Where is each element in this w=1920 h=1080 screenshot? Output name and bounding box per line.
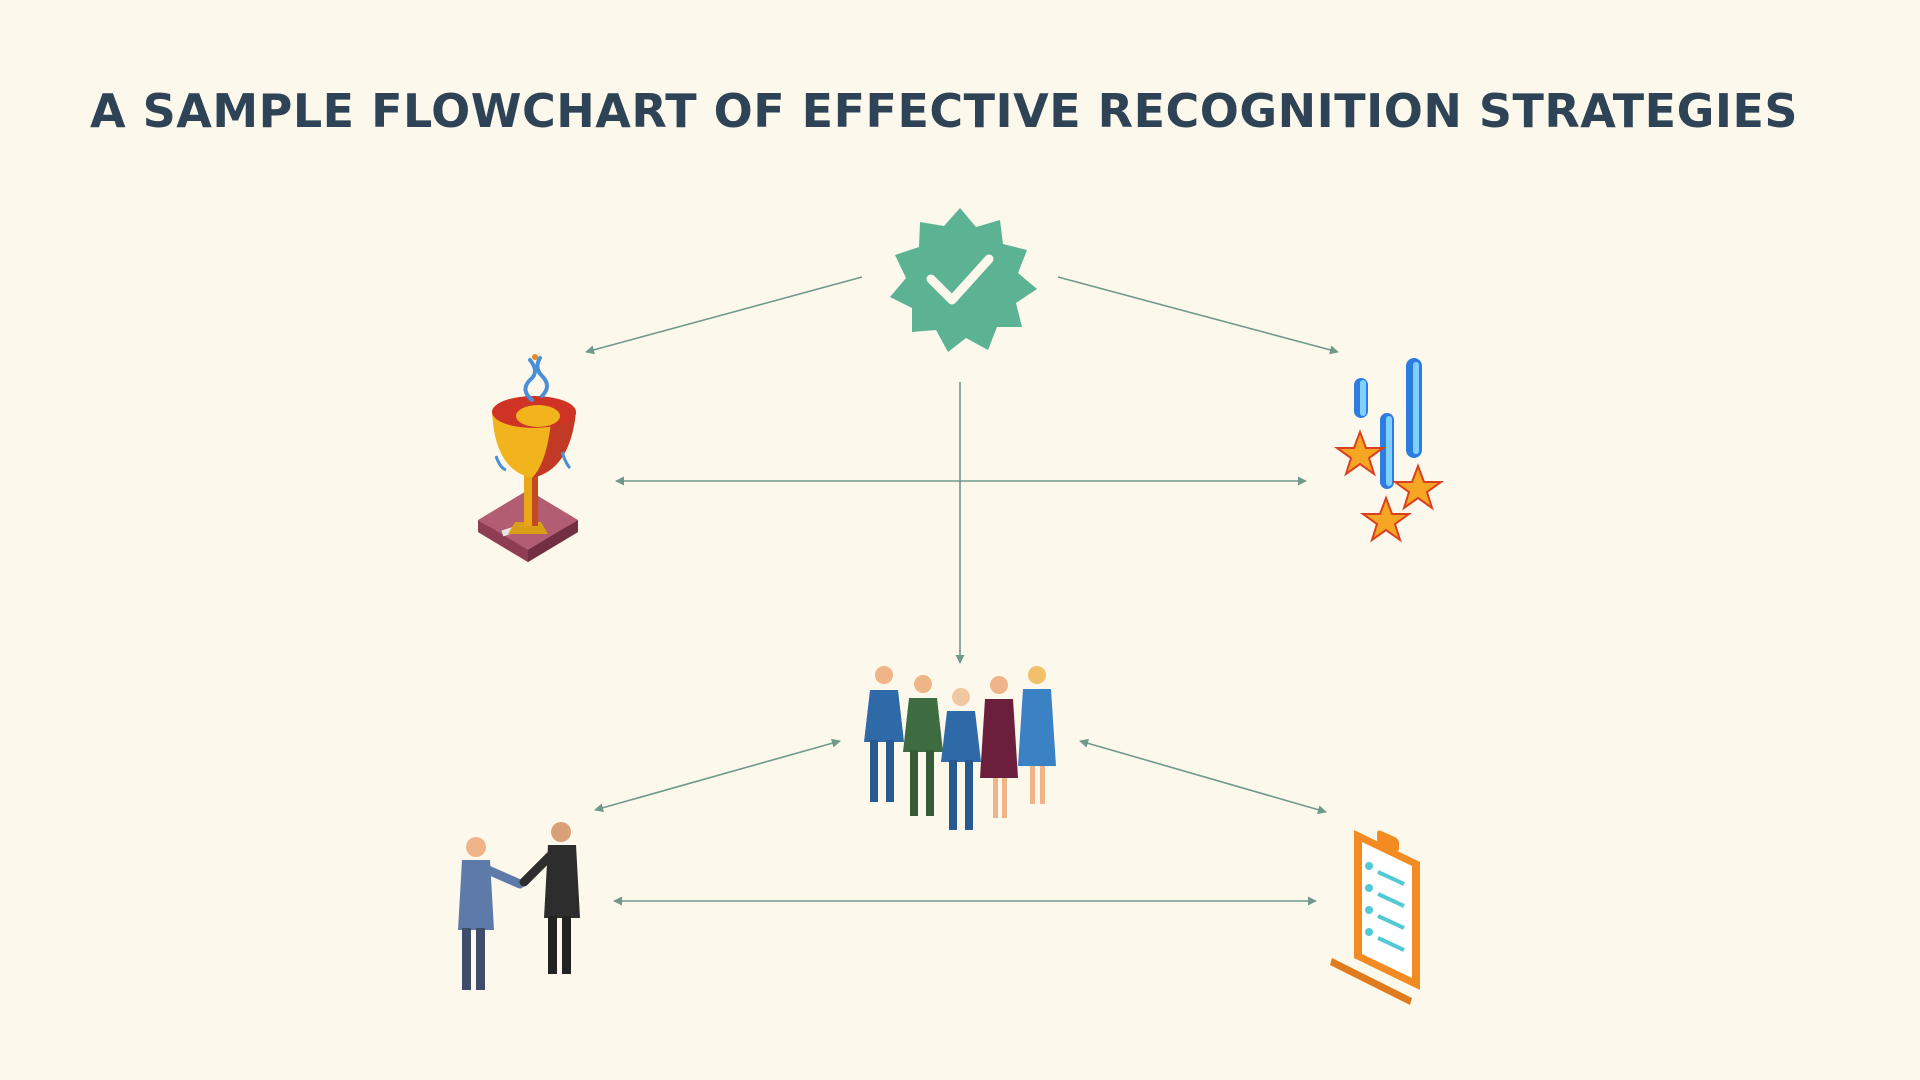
trophy-icon [478,354,578,562]
page-title: A SAMPLE FLOWCHART OF EFFECTIVE RECOGNIT… [90,84,1799,138]
check-badge-icon [890,208,1037,352]
clipboard-icon [1330,830,1420,1005]
handshake-icon [458,822,580,990]
arrow-recognition-to-achievements [1057,276,1339,355]
arrow-team-partnership [594,738,841,813]
team-icon [864,666,1056,830]
arrow-team-feedback [1079,738,1327,815]
connectors [585,276,1339,906]
arrow-recognition-to-awards [585,276,863,355]
medals-icon [1333,358,1445,543]
